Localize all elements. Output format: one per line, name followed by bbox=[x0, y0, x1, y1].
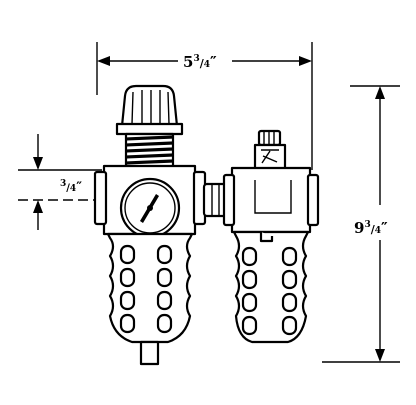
bowl-sight-windows-left bbox=[119, 244, 136, 334]
filter-regulator-unit bbox=[93, 84, 207, 366]
knob-collar bbox=[115, 122, 184, 136]
height-arrow-top bbox=[375, 86, 385, 99]
lubricator-fill-panel bbox=[254, 180, 292, 214]
port-dimension: 3/4″ bbox=[18, 134, 102, 230]
unit-connector bbox=[202, 182, 228, 218]
knob-grip-ridges bbox=[131, 90, 170, 125]
lubricator-sight-windows-left bbox=[241, 246, 258, 336]
gauge-pivot bbox=[147, 205, 153, 211]
sight-dome bbox=[253, 143, 287, 171]
lubricator-sight-windows-right bbox=[281, 246, 298, 336]
width-arrow-right bbox=[299, 56, 312, 66]
inlet-port bbox=[93, 170, 108, 226]
height-arrow-bottom bbox=[375, 349, 385, 362]
lubricator-outlet-port bbox=[306, 173, 320, 227]
drain-valve bbox=[139, 340, 160, 366]
width-label: 53/4″ bbox=[183, 53, 217, 71]
sight-dome-glint bbox=[261, 149, 279, 164]
width-arrow-left bbox=[97, 56, 110, 66]
lubricator-inlet-port bbox=[222, 173, 236, 227]
regulator-knob bbox=[120, 84, 179, 128]
port-arrow-top bbox=[33, 157, 43, 170]
height-label: 93/4″ bbox=[354, 219, 388, 237]
connector-nipple bbox=[202, 182, 228, 218]
port-arrow-bottom bbox=[33, 200, 43, 213]
lubricator-unit bbox=[222, 129, 320, 344]
bowl-lock-tab bbox=[259, 232, 274, 243]
height-dimension: 93/4″ bbox=[322, 85, 400, 363]
lubricator-body bbox=[230, 166, 312, 234]
stem-threads bbox=[125, 135, 174, 171]
width-dimension: 53/4″ bbox=[96, 42, 313, 170]
port-label: 3/4″ bbox=[60, 179, 82, 195]
drip-knob-ridges bbox=[263, 132, 275, 144]
bowl-sight-windows-right bbox=[156, 244, 173, 334]
